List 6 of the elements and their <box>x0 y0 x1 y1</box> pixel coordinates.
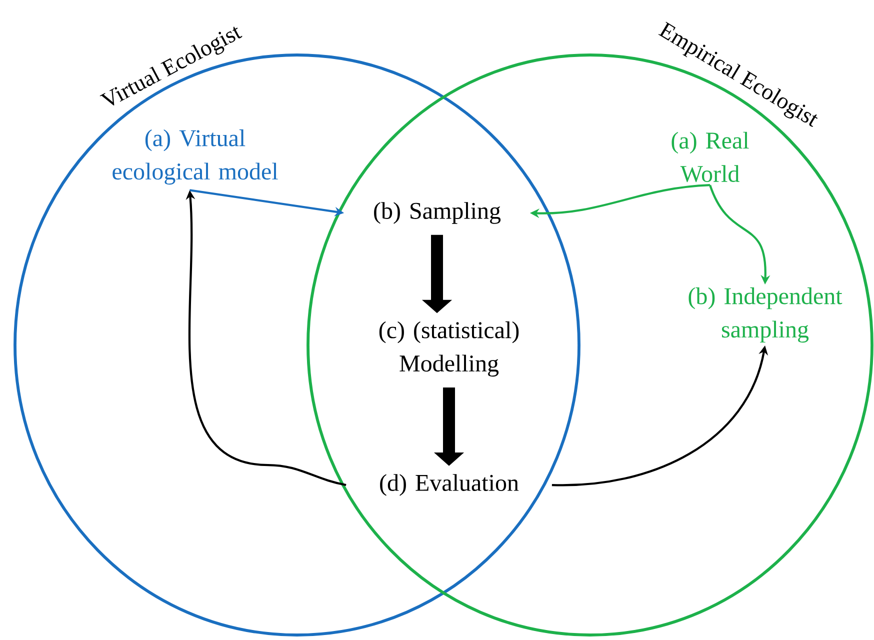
step-label: (a) Virtual ecological model <box>112 129 278 185</box>
step-label: (b) Sampling <box>374 202 501 224</box>
step-label: (d) Evaluation <box>380 474 519 496</box>
step-label: (b) Independent sampling <box>688 287 842 343</box>
step-label: (c) (statistical) Modelling <box>379 321 519 377</box>
step-label: (a) Real World <box>672 132 749 182</box>
